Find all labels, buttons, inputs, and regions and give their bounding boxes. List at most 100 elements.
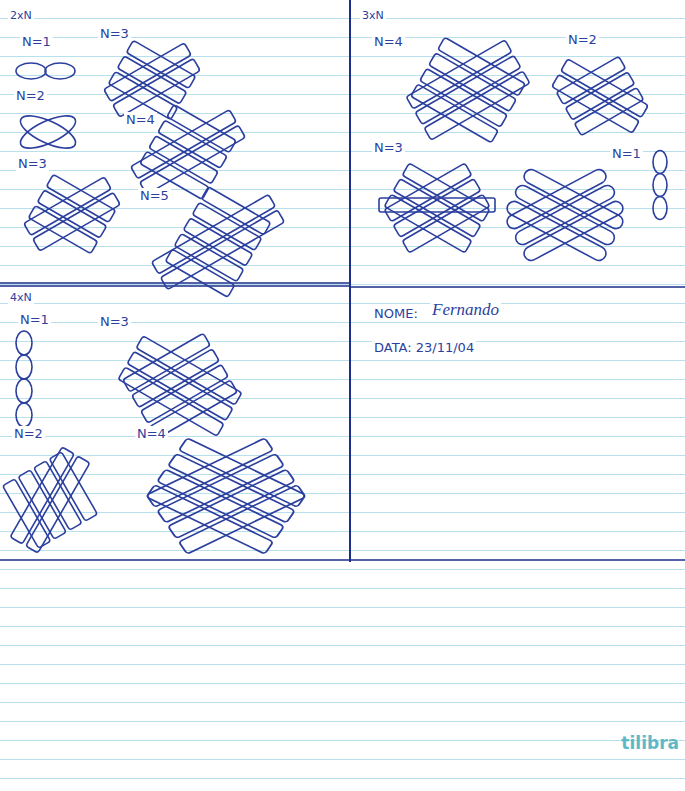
handwritten-label: N=5: [138, 188, 171, 203]
sketch-stroke: [183, 218, 252, 266]
sketch-stroke: [108, 40, 195, 119]
sketch-stroke: [127, 351, 233, 420]
sketch-stroke: [406, 40, 530, 140]
sketch-stroke: [118, 367, 224, 436]
sketch-stroke: [16, 109, 80, 154]
sketch-stroke: [123, 333, 238, 438]
sketch-stroke: [0, 282, 350, 284]
sketch-stroke: [157, 469, 284, 538]
ribbon-lattice: [104, 40, 201, 119]
handwritten-label: N=1: [18, 312, 51, 327]
sketch-stroke: [26, 456, 90, 553]
sketch-stroke: [384, 163, 490, 253]
ribbon-loop: [16, 109, 80, 154]
sketch-stroke: [126, 40, 195, 88]
sketch-stroke: [384, 194, 472, 253]
sketch-stroke: [118, 336, 242, 436]
ribbon-lattice: [146, 438, 305, 554]
sketch-stroke: [16, 109, 80, 154]
handwritten-label: NOME:: [372, 306, 420, 321]
ribbon-lattice: [379, 163, 495, 253]
sketch-stroke: [136, 336, 242, 405]
sketch-stroke: [28, 206, 97, 254]
sketch-stroke: [10, 447, 90, 553]
sketch-stroke: [393, 179, 481, 238]
ribbon-lattice: [505, 167, 626, 263]
brand-mark: tilibra: [619, 736, 681, 751]
sketch-stroke: [513, 183, 617, 247]
ribbon-loop: [653, 151, 667, 220]
ribbon-loop: [16, 331, 32, 427]
sketch-stroke: [522, 167, 626, 231]
sketch-stroke: [146, 438, 305, 554]
sketch-stroke: [146, 485, 273, 554]
sketch-stroke: [165, 249, 234, 297]
sketch-stroke: [429, 53, 517, 112]
sketch-stroke: [24, 177, 121, 251]
sketch-stroke: [165, 187, 270, 297]
ribbon-lattice: [406, 37, 530, 142]
sketch-stroke: [552, 59, 649, 133]
sketch-stroke: [552, 74, 640, 133]
ribbon-lattice: [118, 333, 242, 438]
handwritten-label: N=3: [16, 156, 49, 171]
handwritten-label: N=2: [12, 426, 45, 441]
sketch-stroke: [179, 438, 306, 507]
handwritten-label: 4xN: [8, 290, 34, 305]
sketch-stroke: [46, 174, 115, 222]
sketch-stroke: [167, 105, 236, 153]
sketch-stroke: [411, 84, 499, 143]
sketch-stroke: [402, 163, 490, 222]
ribbon-lattice: [3, 447, 98, 553]
sketch-stroke: [16, 355, 32, 379]
sketch-stroke: [16, 331, 32, 355]
sketch-stroke: [411, 37, 526, 142]
sketch-stroke: [192, 202, 261, 250]
sketch-stroke: [3, 452, 98, 548]
signature: Fernando: [430, 302, 501, 317]
sketch-stroke: [505, 167, 626, 263]
sketch-stroke: [420, 68, 508, 127]
sketch-stroke: [0, 559, 685, 560]
sketch-stroke: [10, 447, 74, 544]
sketch-stroke: [168, 454, 295, 523]
handwritten-label: N=4: [124, 112, 157, 127]
handwritten-label: N=4: [372, 34, 405, 49]
sketch-stroke: [384, 163, 490, 253]
sketch-stroke: [574, 88, 643, 136]
sketch-stroke: [513, 183, 617, 247]
sketch-stroke: [424, 71, 530, 140]
handwritten-label: N=3: [98, 26, 131, 41]
handwritten-label: N=2: [566, 32, 599, 47]
handwritten-label: N=3: [372, 140, 405, 155]
sketch-stroke: [561, 59, 649, 118]
sketch-stroke: [16, 63, 46, 79]
handwritten-label: N=1: [610, 146, 643, 161]
sketch-stroke: [174, 234, 243, 282]
sketch-stroke: [201, 187, 270, 235]
sketch-stroke: [28, 174, 115, 253]
handwritten-label: 3xN: [360, 8, 386, 23]
sketch-stroke: [393, 179, 481, 238]
sketch-stroke: [104, 43, 201, 117]
handwritten-label: 2xN: [8, 8, 34, 23]
sketch-stroke: [556, 56, 625, 104]
sketch-stroke: [117, 56, 186, 104]
handwritten-label: N=4: [135, 426, 168, 441]
sketch-stroke: [653, 174, 667, 197]
ribbon-lattice: [152, 187, 285, 297]
ribbon-lattice: [552, 56, 649, 135]
sketch-stroke: [379, 198, 495, 212]
sketch-stroke: [16, 379, 32, 403]
sketch-stroke: [349, 0, 351, 562]
sketch-stroke: [37, 190, 106, 238]
sketch-stroke: [350, 286, 685, 287]
sketch-stroke: [149, 136, 218, 184]
sketch-stroke: [653, 197, 667, 220]
sketch-stroke: [45, 63, 75, 79]
sketch-stroke: [406, 40, 512, 109]
sketch-stroke: [146, 438, 305, 554]
sketch-stroke: [653, 151, 667, 174]
sketch-stroke: [505, 167, 626, 263]
